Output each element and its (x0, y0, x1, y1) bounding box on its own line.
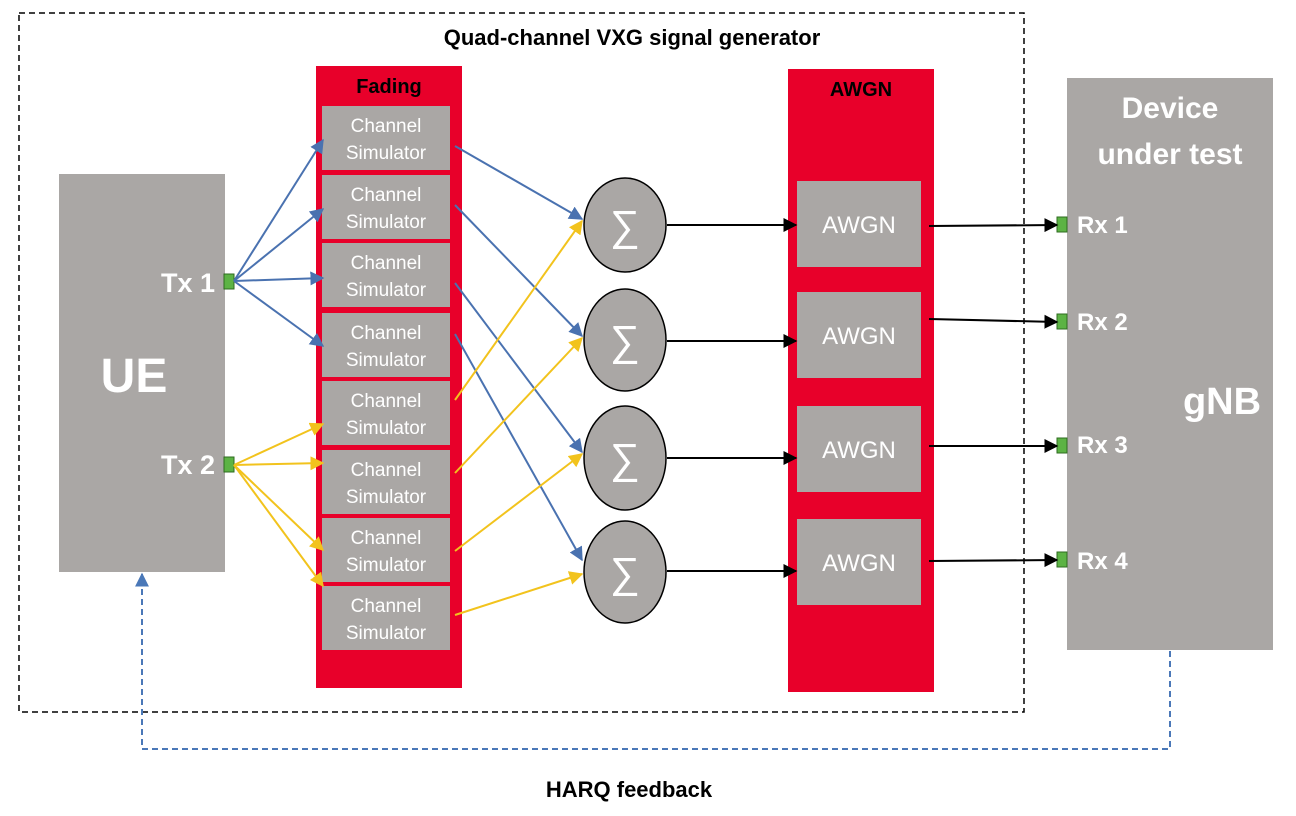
cs-to-summer-yellow (454, 219, 584, 616)
rx3-port (1056, 437, 1068, 454)
rx4-port (1056, 551, 1068, 568)
generator-boundary (18, 12, 1025, 713)
awgn-block-1 (797, 181, 921, 267)
awgn-block-4-label: AWGN (822, 550, 896, 577)
ue-block (59, 174, 225, 572)
channel-simulator-8-line2: Simulator (346, 623, 427, 644)
channel-simulator-7-line2: Simulator (346, 555, 427, 576)
rx1-label: Rx 1 (1077, 212, 1128, 239)
rx2-port (1056, 313, 1068, 330)
awgn-block-2-label: AWGN (822, 323, 896, 350)
channel-simulators: Channel Simulator Channel Simulator Chan… (322, 106, 450, 650)
tx2-to-cs5-arrow (233, 422, 325, 466)
rx2-label: Rx 2 (1077, 309, 1128, 336)
cs-to-summer-blue (454, 145, 584, 562)
cs1-to-sum1-arrow (454, 145, 584, 220)
tx1-to-cs4-arrow (233, 280, 325, 347)
tx1-to-cs3-arrow (233, 271, 325, 286)
dut-title-line2: under test (1097, 138, 1242, 171)
awgn1-to-rx1-arrow (928, 218, 1059, 233)
channel-simulator-6-line1: Channel (351, 460, 422, 481)
awgn-block-4 (797, 519, 921, 605)
channel-simulator-5-line1: Channel (351, 391, 422, 412)
tx1-to-cs2-arrow (233, 208, 325, 282)
channel-simulator-6-line2: Simulator (346, 487, 427, 508)
tx2-to-cs7-arrow (233, 464, 325, 551)
cs7-to-sum3-arrow (454, 453, 584, 552)
channel-simulator-3-line1: Channel (351, 253, 422, 274)
ue-label: UE (101, 350, 168, 403)
summer-3-symbol: ∑ (610, 435, 640, 482)
tx2-fanout (233, 422, 325, 588)
channel-simulator-2-line1: Channel (351, 185, 422, 206)
summer-1-symbol: ∑ (610, 202, 640, 249)
cs8-to-sum4-arrow (454, 571, 584, 616)
channel-simulator-4 (322, 313, 450, 377)
channel-simulator-7 (322, 518, 450, 582)
tx2-to-cs8-arrow (233, 464, 324, 588)
summer-1 (583, 177, 667, 273)
channel-simulator-5-line2: Simulator (346, 418, 427, 439)
channel-simulator-1-line2: Simulator (346, 143, 427, 164)
summer-2-symbol: ∑ (610, 317, 640, 364)
harq-feedback-arrow (135, 572, 1171, 750)
channel-simulator-5 (322, 381, 450, 445)
awgn-to-rx (928, 218, 1059, 568)
fading-label: Fading (356, 76, 422, 98)
harq-feedback-label: HARQ feedback (546, 777, 713, 802)
dut-block (1067, 78, 1273, 650)
awgn-block-1-label: AWGN (822, 212, 896, 239)
channel-simulator-6 (322, 450, 450, 514)
tx2-to-cs6-arrow (233, 456, 325, 471)
awgn-block-3 (797, 406, 921, 492)
summer-4 (583, 520, 667, 624)
tx2-port (223, 456, 235, 473)
channel-simulator-4-line1: Channel (351, 323, 422, 344)
tx1-to-cs1-arrow (233, 138, 324, 282)
gnb-label: gNB (1183, 381, 1261, 423)
summer-2 (583, 288, 667, 392)
channel-simulator-8-line1: Channel (351, 596, 422, 617)
awgn-block-2 (797, 292, 921, 378)
channel-simulator-4-line2: Simulator (346, 350, 427, 371)
channel-simulator-1 (322, 106, 450, 170)
cs5-to-sum1-arrow (454, 219, 583, 401)
cs2-to-sum2-arrow (454, 204, 583, 338)
cs6-to-sum2-arrow (454, 336, 583, 474)
tx1-fanout (233, 138, 325, 347)
generator-title: Quad-channel VXG signal generator (444, 25, 821, 50)
awgn4-to-rx4-arrow (928, 553, 1059, 568)
channel-simulator-8 (322, 586, 450, 650)
tx2-label: Tx 2 (161, 450, 215, 480)
rx1-port (1056, 216, 1068, 233)
awgn-panel-label: AWGN (830, 79, 892, 101)
cs3-to-sum3-arrow (454, 282, 583, 454)
summer-to-awgn (667, 218, 798, 578)
channel-simulator-2 (322, 175, 450, 239)
tx1-port (223, 273, 235, 290)
summers: ∑ ∑ ∑ ∑ (583, 177, 667, 624)
channel-simulator-7-line1: Channel (351, 528, 422, 549)
rx3-label: Rx 3 (1077, 432, 1128, 459)
summer-4-symbol: ∑ (610, 549, 640, 596)
summer-3 (583, 405, 667, 511)
channel-simulator-2-line2: Simulator (346, 212, 427, 233)
rx4-label: Rx 4 (1077, 548, 1128, 575)
tx1-label: Tx 1 (161, 268, 215, 298)
dut-title-line1: Device (1122, 92, 1219, 125)
awgn2-to-rx2-arrow (928, 314, 1059, 329)
awgn-blocks: AWGN AWGN AWGN AWGN (797, 181, 921, 605)
channel-simulator-1-line1: Channel (351, 116, 422, 137)
awgn-block-3-label: AWGN (822, 437, 896, 464)
channel-simulator-3-line2: Simulator (346, 280, 427, 301)
channel-simulator-3 (322, 243, 450, 307)
